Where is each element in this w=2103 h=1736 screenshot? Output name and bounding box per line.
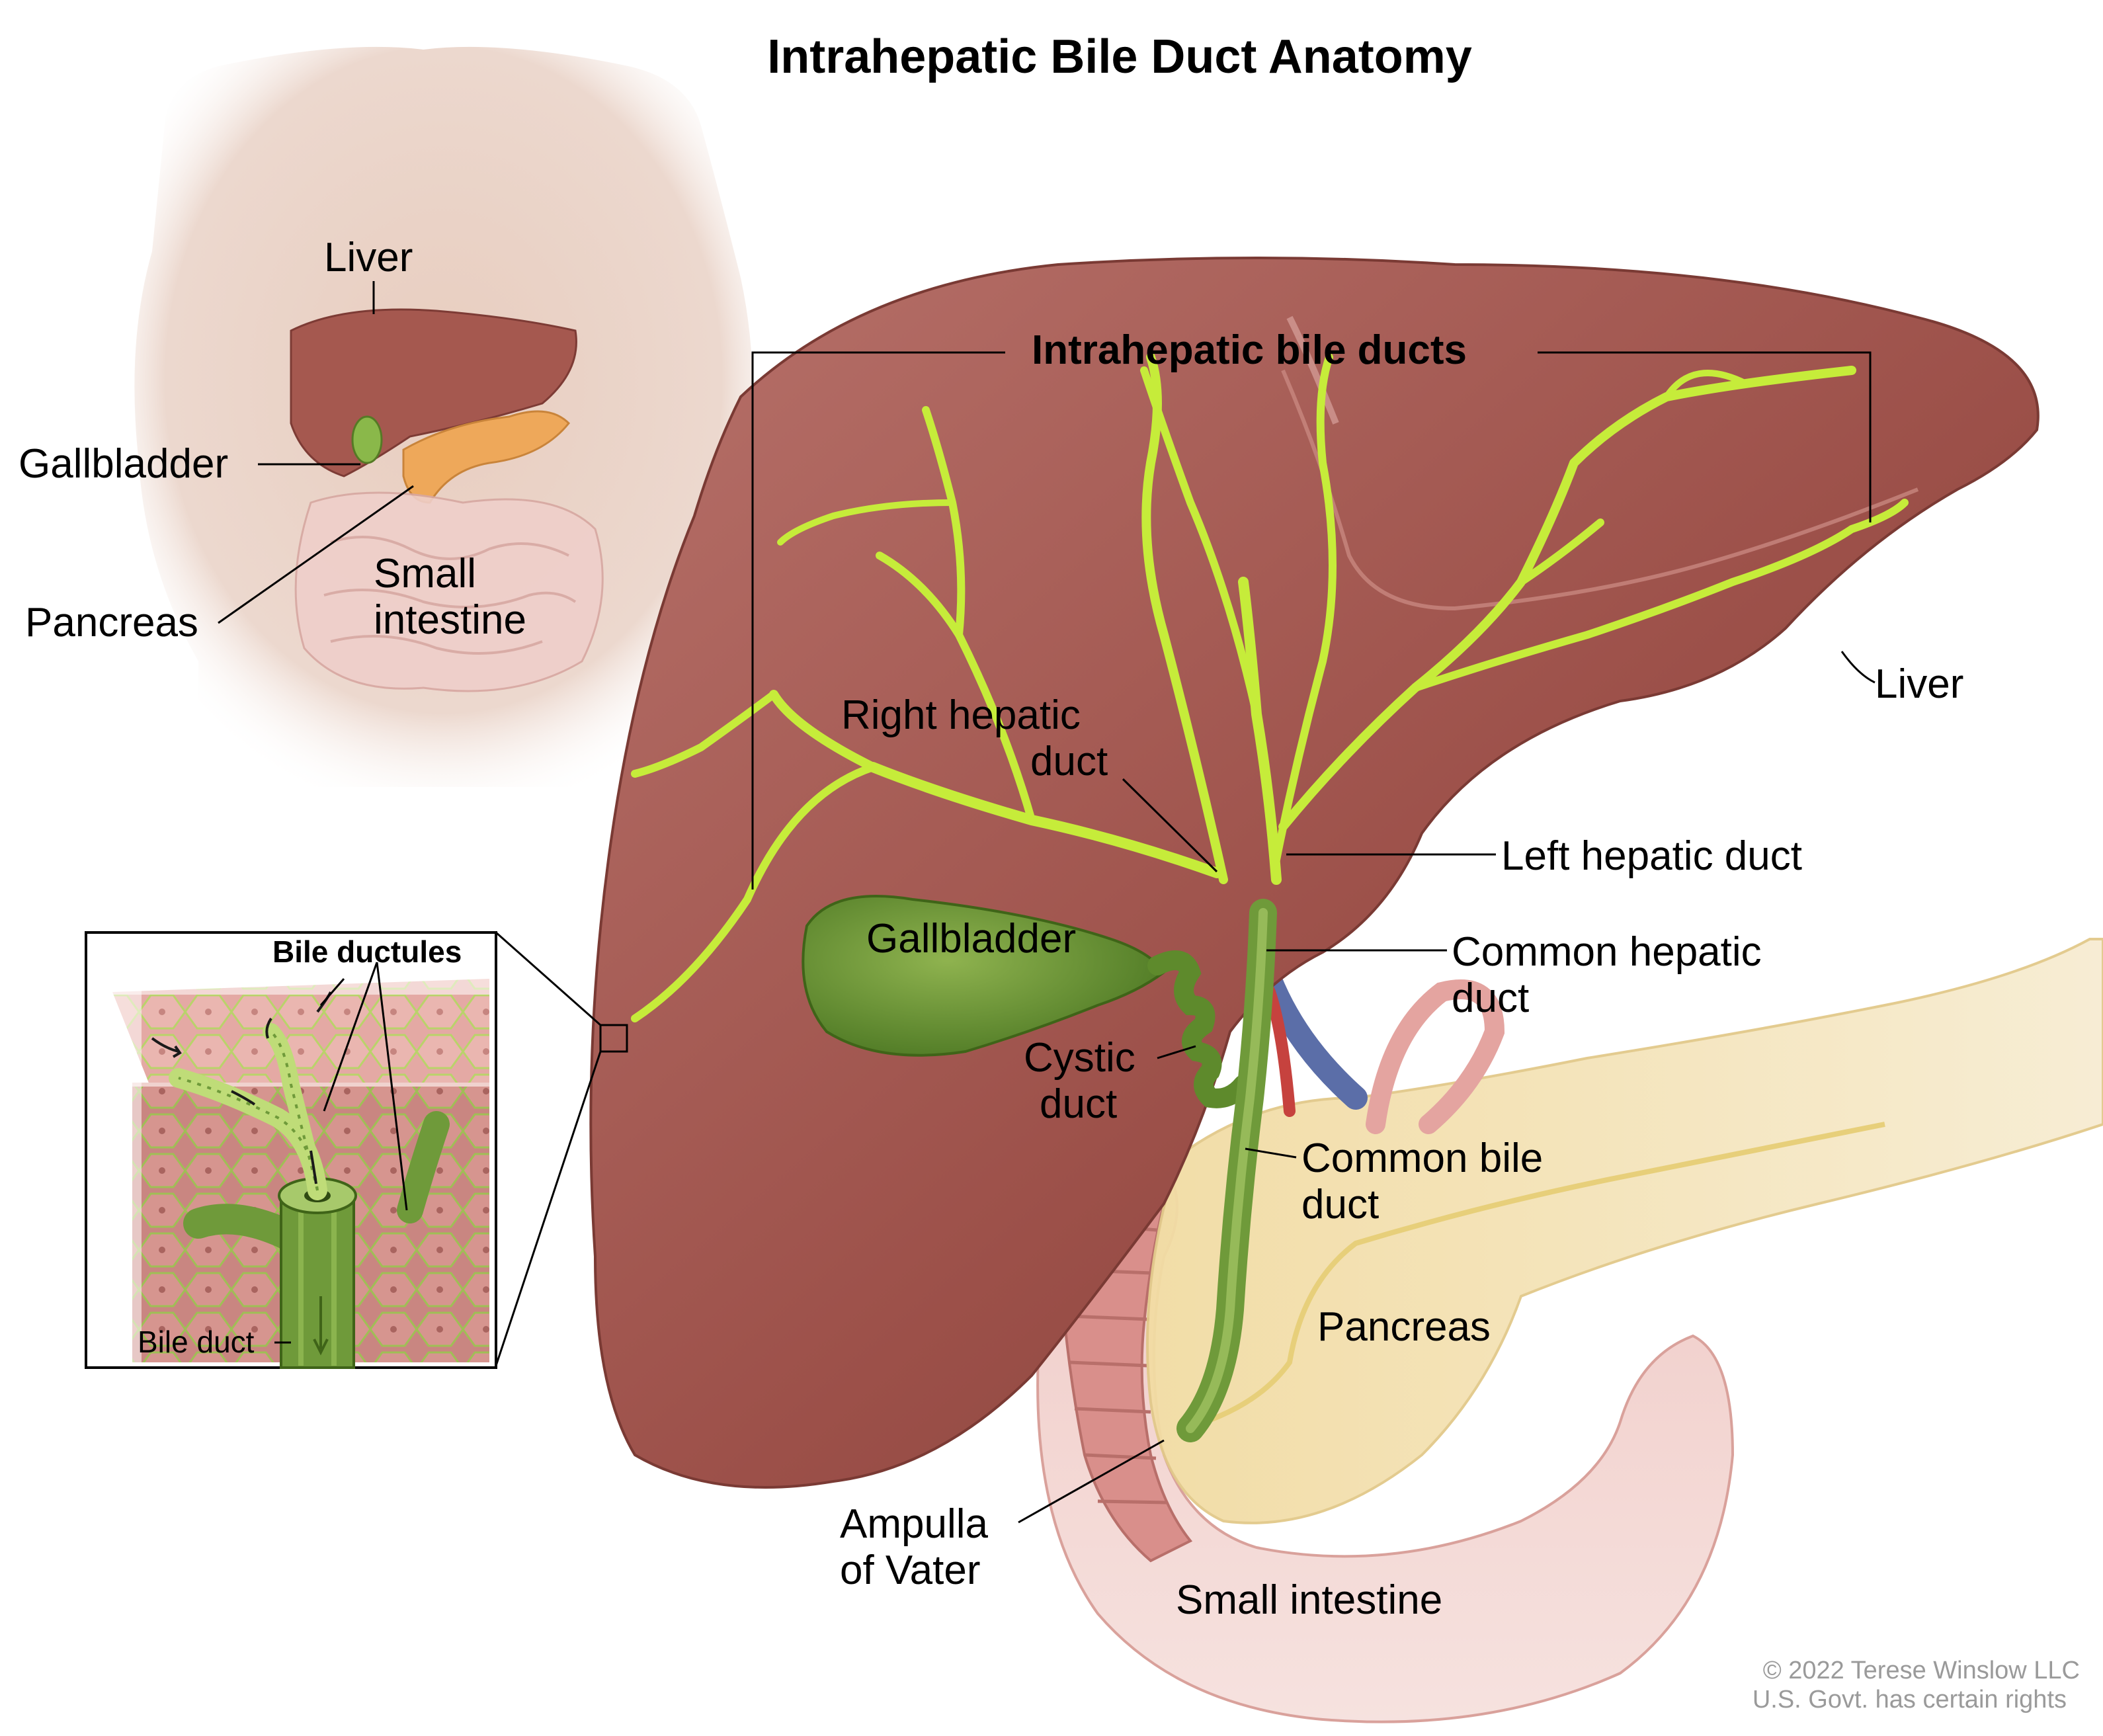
common-bile-duct-label-line2: duct (1301, 1182, 1379, 1227)
cystic-duct-label-line2: duct (1040, 1081, 1117, 1127)
ampulla-of-vater-label-line1: Ampulla (840, 1501, 989, 1547)
torso-gallbladder (351, 415, 383, 464)
torso-small-intestine-label-line2: intestine (374, 597, 526, 643)
ampulla-of-vater-label-line2: of Vater (840, 1548, 981, 1593)
inset-panel (85, 931, 497, 1369)
torso-gallbladder-label: Gallbladder (19, 441, 228, 487)
left-hepatic-duct-label: Left hepatic duct (1501, 833, 1802, 879)
ampulla-leader (1018, 1439, 1165, 1524)
liver-leader (1840, 651, 1876, 684)
right-hepatic-duct-label-line2: duct (1030, 739, 1108, 784)
torso-intestine (294, 491, 604, 692)
pancreatic-duct (1182, 1122, 1885, 1431)
common-hepatic-duct-label-line1: Common hepatic (1452, 929, 1762, 975)
page-title: Intrahepatic Bile Duct Anatomy (767, 30, 1472, 83)
common-hepatic-duct-label-line2: duct (1452, 975, 1529, 1021)
gallbladder-label: Gallbladder (866, 916, 1076, 962)
right-hepatic-duct-leader (1122, 778, 1218, 873)
inset-ductules-leader-2 (376, 962, 408, 1211)
inset-ductules-leader-1 (323, 962, 378, 1112)
copyright-line2: U.S. Govt. has certain rights (1752, 1686, 2067, 1714)
common-bile-duct-leader (1245, 1147, 1297, 1159)
cystic-duct (1147, 950, 1253, 1108)
pancreas-label: Pancreas (1317, 1304, 1491, 1350)
liver-label: Liver (1875, 661, 1963, 707)
intrahepatic-bracket-right (1538, 351, 1872, 522)
inset-marker (599, 1024, 628, 1053)
aorta-branch (1366, 979, 1505, 1134)
intrahepatic-bile-ducts (631, 352, 1909, 1022)
torso-liver-label: Liver (324, 235, 413, 280)
torso-pancreas-leader (218, 485, 414, 624)
pancreas (1146, 938, 2103, 1524)
intrahepatic-bile-ducts-label: Intrahepatic bile ducts (1032, 327, 1467, 373)
inset-ductules-leader-3 (319, 978, 345, 1006)
torso-small-intestine-label-line1: Small (374, 551, 476, 597)
liver (589, 257, 2040, 1489)
inset-bile-ductules-label: Bile ductules (272, 934, 462, 969)
inset-side-ductule (183, 1204, 306, 1252)
gallbladder (802, 895, 1166, 1057)
torso-pancreas-label: Pancreas (25, 600, 198, 645)
inset-bile-duct-label: Bile duct (138, 1325, 255, 1359)
inset-bile-duct (280, 1196, 355, 1369)
small-intestine-label: Small intestine (1176, 1577, 1442, 1623)
torso-figure (134, 46, 753, 788)
intrahepatic-bracket-left (751, 351, 1005, 889)
cystic-duct-label-line1: Cystic (1024, 1035, 1135, 1081)
right-hepatic-duct-label-line1: Right hepatic (841, 692, 1081, 738)
common-bile-duct-label-line1: Common bile (1301, 1136, 1543, 1181)
copyright-line1: © 2022 Terese Winslow LLC (1763, 1657, 2080, 1684)
cystic-duct-leader (1157, 1045, 1196, 1059)
